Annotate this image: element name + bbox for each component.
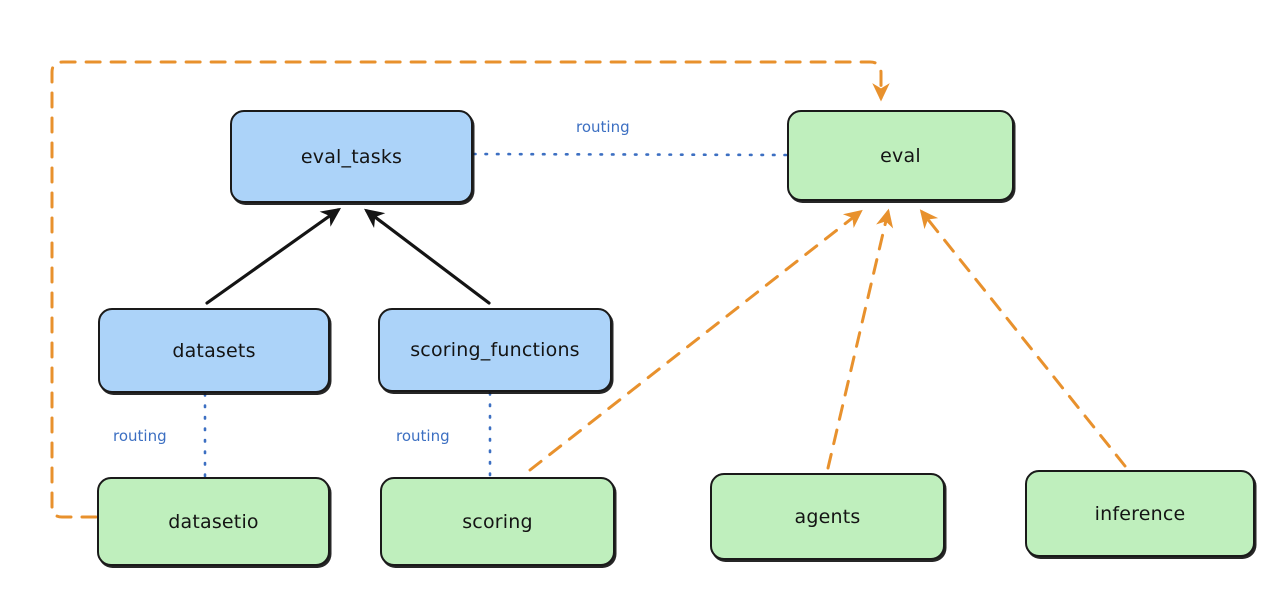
node-label: eval [880, 144, 921, 167]
node-datasets[interactable]: datasets [98, 308, 330, 393]
node-label: scoring [462, 510, 533, 533]
node-datasetio[interactable]: datasetio [97, 477, 330, 566]
node-label: scoring_functions [410, 339, 580, 361]
node-label: agents [794, 505, 861, 528]
edge-label-routing-eval-tasks-eval: routing [576, 118, 630, 136]
edge-label-routing-datasets-datasetio: routing [113, 427, 167, 445]
edge-scoring-to-eval [528, 209, 863, 472]
node-label: datasets [172, 339, 256, 362]
node-label: eval_tasks [300, 145, 403, 168]
node-scoring-functions[interactable]: scoring_functions [378, 308, 612, 392]
node-eval[interactable]: eval [787, 110, 1014, 201]
edge-label-routing-scoring-functions-scoring: routing [396, 427, 450, 445]
node-eval-tasks[interactable]: eval_tasks [230, 110, 473, 203]
node-agents[interactable]: agents [710, 473, 945, 560]
node-label: datasetio [168, 510, 259, 533]
edge-agents-to-eval [826, 208, 894, 470]
edge-scoring-functions-to-eval-tasks [364, 208, 491, 305]
node-label: inference [1094, 502, 1186, 525]
edge-eval-tasks-to-eval [472, 152, 788, 157]
node-scoring[interactable]: scoring [380, 477, 615, 566]
node-inference[interactable]: inference [1025, 470, 1255, 557]
edge-datasets-to-eval-tasks [205, 207, 342, 305]
edge-inference-to-eval [919, 209, 1127, 468]
